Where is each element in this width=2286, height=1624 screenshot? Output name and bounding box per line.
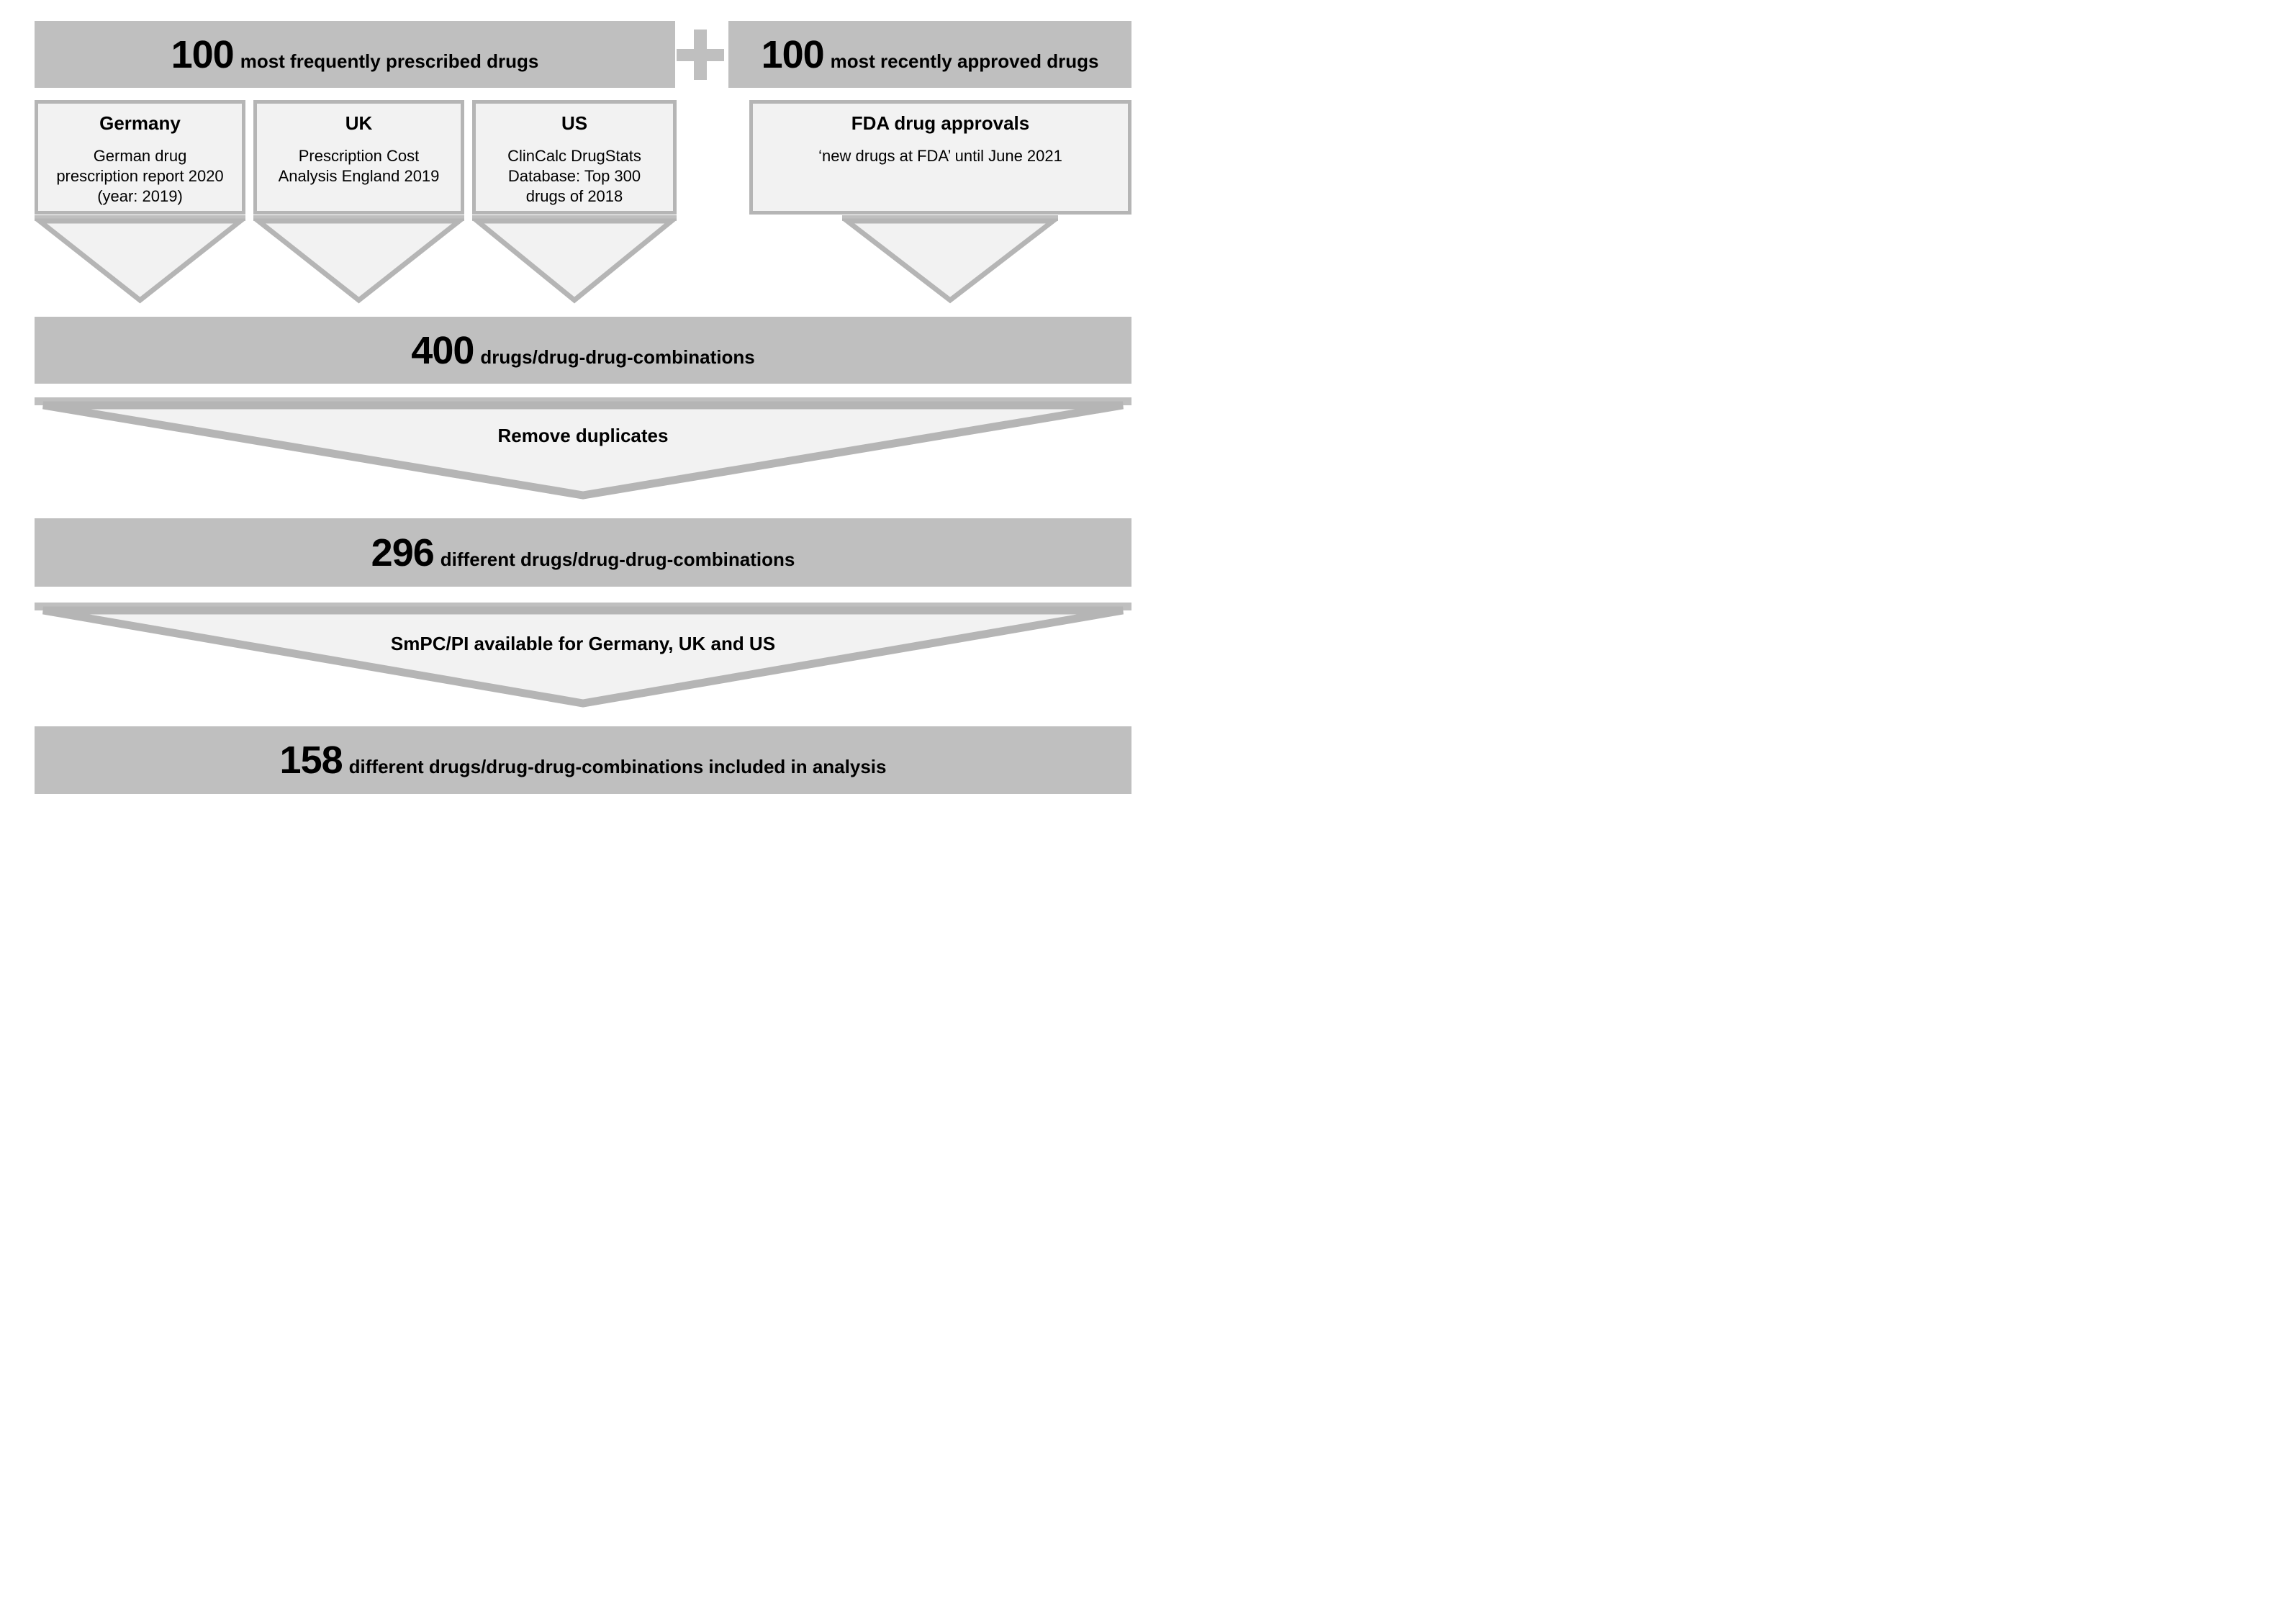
funnel-smpc-availability-label: SmPC/PI available for Germany, UK and US	[390, 633, 776, 654]
funnel-arrow-uk	[253, 215, 464, 304]
source-body-fda: ‘new drugs at FDA’ until June 2021	[753, 146, 1128, 166]
label-400: drugs/drug-drug-combinations	[480, 346, 755, 368]
funnel-shape	[35, 397, 1131, 500]
source-body-line: German drug	[93, 147, 187, 165]
plus-icon	[677, 30, 724, 80]
source-box-fda: FDA drug approvals ‘new drugs at FDA’ un…	[749, 100, 1131, 215]
source-box-uk: UK Prescription Cost Analysis England 20…	[253, 100, 464, 215]
source-box-germany: Germany German drug prescription report …	[35, 100, 245, 215]
source-title-uk: UK	[345, 112, 373, 134]
source-title-germany: Germany	[99, 112, 181, 134]
label-most-prescribed: most frequently prescribed drugs	[240, 50, 539, 72]
count-400: 400	[411, 328, 474, 372]
source-title-us: US	[561, 112, 588, 134]
funnel-arrow-germany	[35, 215, 245, 304]
source-body-line: Analysis England 2019	[278, 167, 440, 185]
count-most-approved: 100	[761, 32, 825, 76]
source-body-line: drugs of 2018	[525, 187, 623, 205]
funnel-arrow-us	[472, 215, 677, 304]
source-body-line: prescription report 2020	[56, 167, 224, 185]
source-body-germany: German drug prescription report 2020 (ye…	[38, 146, 242, 207]
funnel-remove-duplicates: Remove duplicates	[35, 397, 1131, 500]
source-body-line: Prescription Cost	[298, 147, 420, 165]
count-most-prescribed: 100	[171, 32, 235, 76]
source-body-uk: Prescription Cost Analysis England 2019	[257, 146, 461, 186]
funnel-arrow-fda	[842, 215, 1058, 304]
count-296: 296	[371, 531, 435, 574]
source-body-line: ‘new drugs at FDA’ until June 2021	[818, 147, 1062, 165]
funnel-shape	[35, 603, 1131, 708]
bar-400-drugs: 400 drugs/drug-drug-combinations	[35, 317, 1131, 384]
label-most-approved: most recently approved drugs	[830, 50, 1099, 72]
source-title-fda: FDA drug approvals	[851, 112, 1030, 134]
funnel-remove-duplicates-label: Remove duplicates	[497, 425, 669, 446]
source-body-line: Database: Top 300	[507, 167, 641, 185]
source-body-us: ClinCalc DrugStats Database: Top 300 dru…	[476, 146, 673, 207]
label-296: different drugs/drug-drug-combinations	[440, 548, 795, 570]
source-box-us: US ClinCalc DrugStats Database: Top 300 …	[472, 100, 677, 215]
source-body-line: (year: 2019)	[97, 187, 183, 205]
source-body-line: ClinCalc DrugStats	[507, 147, 641, 165]
count-158: 158	[279, 739, 343, 782]
funnel-smpc-availability: SmPC/PI available for Germany, UK and US	[35, 603, 1131, 708]
label-158: different drugs/drug-drug-combinations i…	[348, 756, 887, 777]
